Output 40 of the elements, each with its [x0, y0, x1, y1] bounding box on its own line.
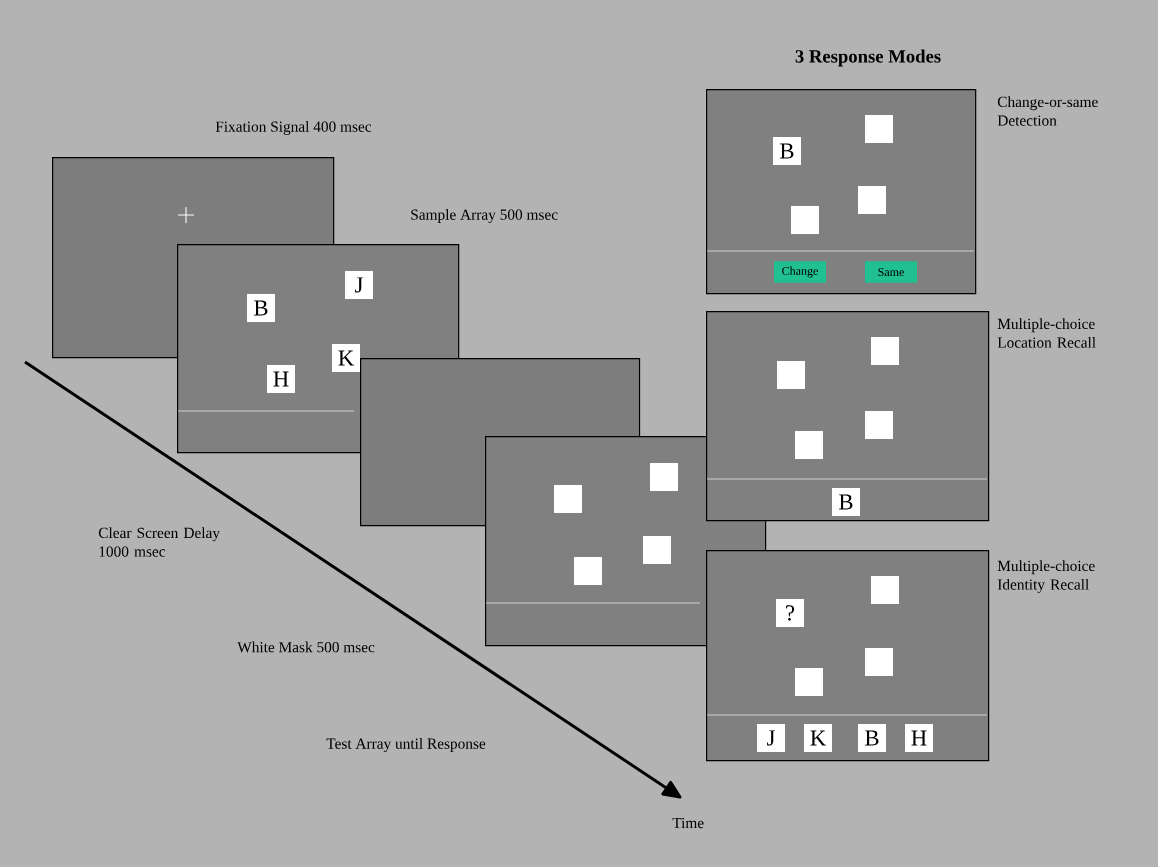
square-tile [795, 668, 823, 696]
timeline-label: Test Array until Response [326, 738, 486, 752]
letter-tile: B [858, 724, 886, 752]
letter-tile: H [905, 724, 933, 752]
letter-tile: B [773, 137, 801, 165]
screen [706, 89, 977, 295]
square-tile [791, 206, 819, 234]
timeline-label: Clear Screen Delay 1000 msec [98, 527, 220, 557]
letter-tile: J [345, 271, 373, 299]
timeline-label: Time [672, 817, 704, 829]
letter-tile: ? [776, 599, 804, 627]
square-tile [554, 485, 582, 513]
square-tile [777, 361, 805, 389]
square-tile [865, 115, 893, 143]
square-tile [643, 536, 671, 564]
square-tile [865, 648, 893, 676]
heading: 3 Response Modes [795, 49, 941, 67]
square-tile [795, 431, 823, 459]
response-button: Same [865, 261, 917, 283]
timeline-label: White Mask 500 msec [237, 641, 375, 653]
screen-caption: Multiple-choice Identity Recall [997, 560, 1095, 593]
screen-caption: Multiple-choice Location Recall [997, 318, 1096, 348]
letter-tile: K [804, 724, 832, 752]
screen [706, 311, 990, 522]
square-tile [858, 186, 886, 214]
letter-tile: K [332, 344, 360, 372]
screen-caption: Sample Array 500 msec [411, 209, 558, 223]
screen [706, 550, 990, 762]
square-tile [574, 557, 602, 585]
square-tile [865, 411, 893, 439]
screen-caption: Fixation Signal 400 msec [215, 121, 372, 135]
screen-caption: Change-or-same Detection [997, 96, 1098, 126]
response-button: Change [774, 261, 826, 283]
square-tile [650, 463, 678, 491]
letter-tile: B [832, 488, 860, 516]
square-tile [871, 337, 899, 365]
letter-tile: H [267, 365, 295, 393]
square-tile [871, 576, 899, 604]
letter-tile: B [247, 294, 275, 322]
letter-tile: J [757, 724, 785, 752]
